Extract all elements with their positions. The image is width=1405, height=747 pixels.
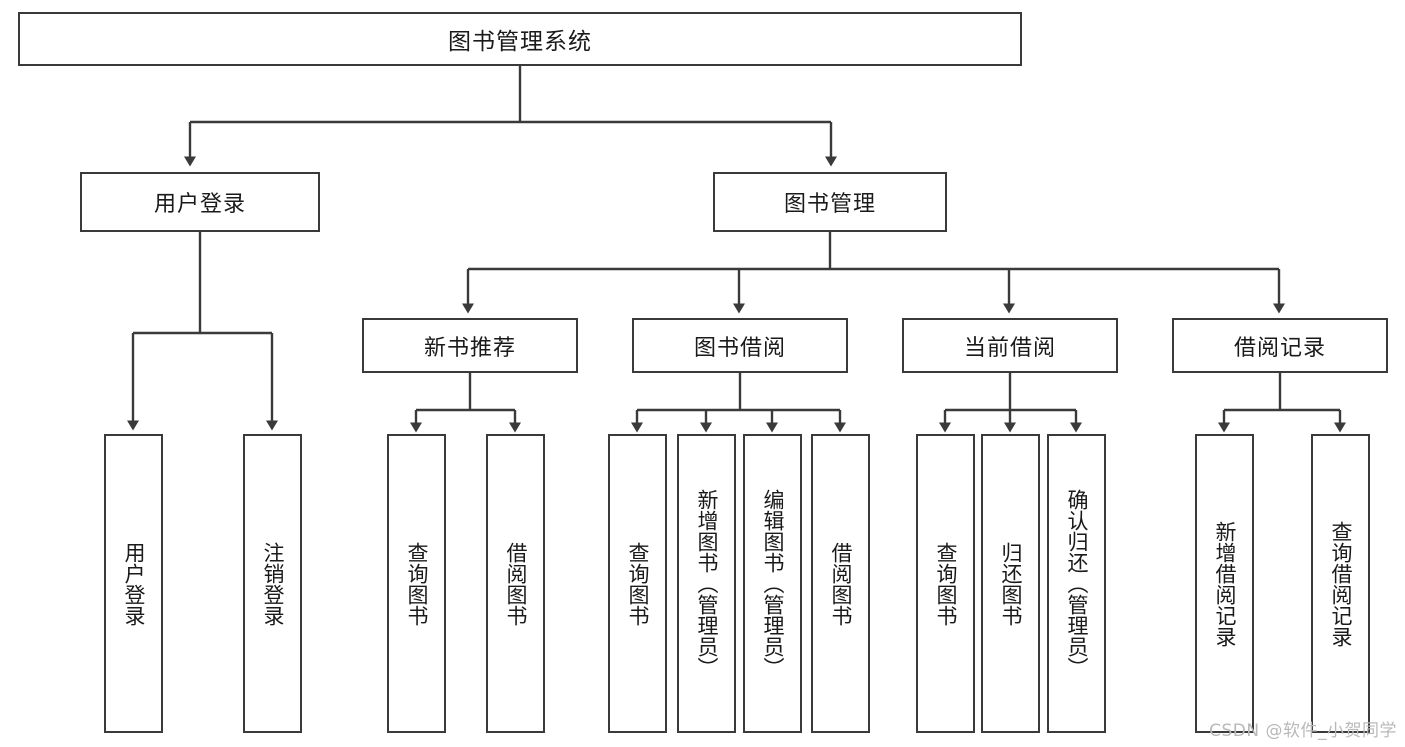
node-label: 用户登录 xyxy=(153,192,246,217)
leaf-borrow-query-book[interactable]: 查询图书 xyxy=(608,434,667,733)
node-label: 借阅图书 xyxy=(828,541,853,626)
node-label: 新书推荐 xyxy=(423,335,516,361)
node-label: 确认归还（管理员） xyxy=(1064,489,1089,678)
leaf-borrow-edit-book[interactable]: 编辑图书（管理员） xyxy=(743,434,802,733)
node-label: 注销登录 xyxy=(260,541,285,626)
node-label: 借阅图书 xyxy=(503,541,528,626)
leaf-new-book-borrow[interactable]: 借阅图书 xyxy=(486,434,545,733)
node-label: 查询借阅记录 xyxy=(1328,520,1353,647)
node-label: 借阅记录 xyxy=(1233,335,1326,361)
leaf-current-return-book[interactable]: 归还图书 xyxy=(981,434,1040,733)
node-label: 归还图书 xyxy=(998,541,1023,626)
node-label: 当前借阅 xyxy=(963,335,1056,361)
leaf-current-query-book[interactable]: 查询图书 xyxy=(916,434,975,733)
leaf-record-add[interactable]: 新增借阅记录 xyxy=(1195,434,1254,733)
node-label: 编辑图书（管理员） xyxy=(760,489,785,678)
leaf-user-login-login[interactable]: 用户登录 xyxy=(104,434,163,733)
leaf-borrow-add-book[interactable]: 新增图书（管理员） xyxy=(677,434,736,733)
node-user-login[interactable]: 用户登录 xyxy=(80,172,320,232)
node-book-borrow[interactable]: 图书借阅 xyxy=(632,318,848,373)
leaf-new-book-query[interactable]: 查询图书 xyxy=(387,434,446,733)
node-label: 用户登录 xyxy=(121,541,146,626)
node-book-management[interactable]: 图书管理 xyxy=(713,172,947,232)
node-root-system[interactable]: 图书管理系统 xyxy=(18,12,1022,66)
node-label: 图书借阅 xyxy=(693,335,786,361)
node-label: 图书管理系统 xyxy=(448,29,592,55)
leaf-current-confirm-return[interactable]: 确认归还（管理员） xyxy=(1047,434,1106,733)
node-current-borrow[interactable]: 当前借阅 xyxy=(902,318,1118,373)
node-label: 查询图书 xyxy=(625,541,650,626)
node-label: 新增借阅记录 xyxy=(1212,520,1237,647)
watermark: CSDN @软件_小贺同学 xyxy=(1209,721,1397,741)
leaf-user-login-logout[interactable]: 注销登录 xyxy=(243,434,302,733)
node-new-book-recommend[interactable]: 新书推荐 xyxy=(362,318,578,373)
node-label: 查询图书 xyxy=(933,541,958,626)
node-label: 新增图书（管理员） xyxy=(694,489,719,678)
node-borrow-record[interactable]: 借阅记录 xyxy=(1172,318,1388,373)
leaf-record-query[interactable]: 查询借阅记录 xyxy=(1311,434,1370,733)
node-label: 图书管理 xyxy=(783,192,876,217)
leaf-borrow-borrow-book[interactable]: 借阅图书 xyxy=(811,434,870,733)
node-label: 查询图书 xyxy=(404,541,429,626)
